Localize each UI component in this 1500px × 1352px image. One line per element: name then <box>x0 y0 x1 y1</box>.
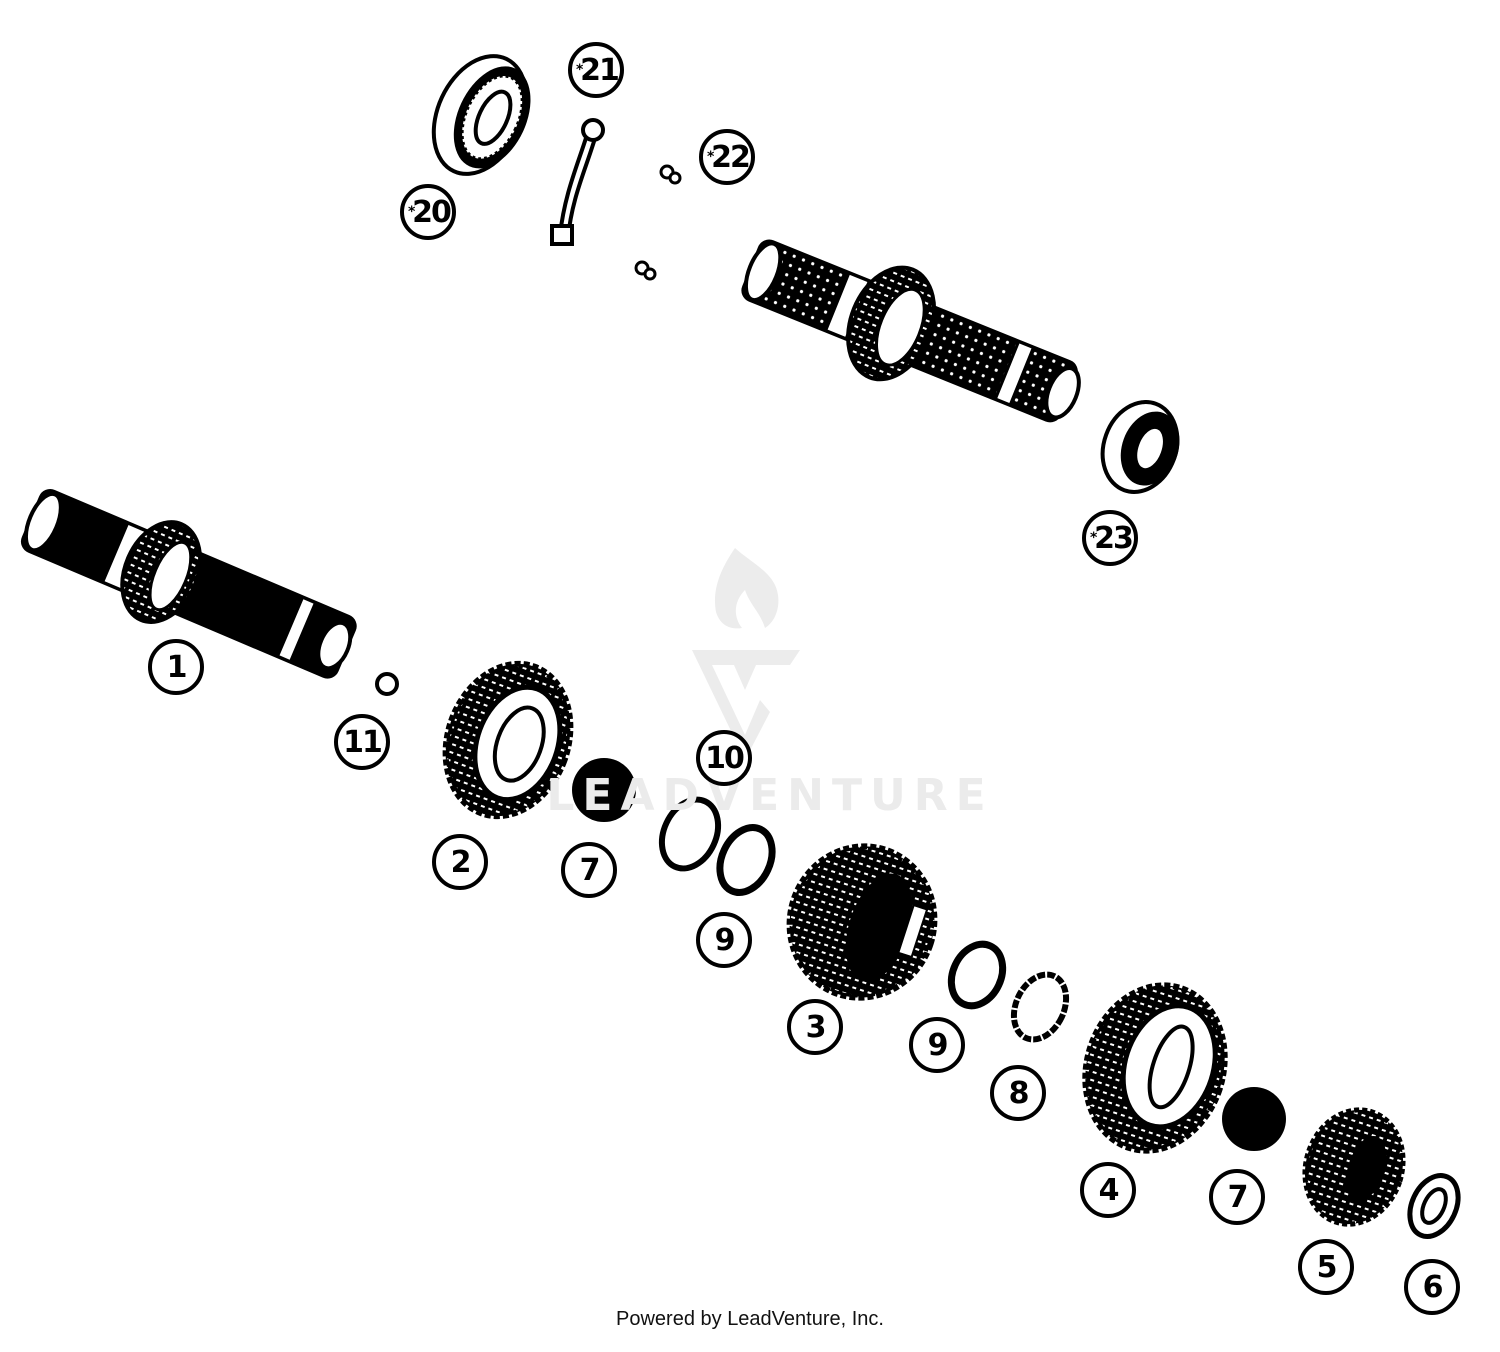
bearing-20-part <box>431 54 531 176</box>
callout-9a[interactable]: 9 <box>696 912 752 968</box>
callout-label: 4 <box>1098 1172 1120 1208</box>
callout-label: 8 <box>1008 1075 1030 1111</box>
main-shaft-1-part <box>20 489 357 679</box>
screw-22-part <box>634 164 682 281</box>
asterisk-icon: * <box>408 204 416 220</box>
callout-label: 5 <box>1316 1249 1338 1285</box>
callout-8[interactable]: 8 <box>990 1065 1046 1121</box>
callout-label: 2 <box>450 844 472 880</box>
asterisk-icon: * <box>707 149 715 165</box>
countershaft-part <box>741 239 1081 423</box>
callout-3[interactable]: 3 <box>787 999 843 1055</box>
needle-bearing-7a-part <box>572 758 636 822</box>
callout-label: 7 <box>1227 1179 1249 1215</box>
callout-6[interactable]: 6 <box>1404 1259 1460 1315</box>
callout-22[interactable]: * 22 <box>699 129 755 185</box>
gear-3-part <box>786 843 938 1001</box>
ball-11-part <box>375 672 399 696</box>
callout-label: 3 <box>805 1009 827 1045</box>
washer-6-part <box>1407 1173 1461 1239</box>
callout-label: 23 <box>1094 520 1134 556</box>
callout-1[interactable]: 1 <box>148 639 204 695</box>
callout-11[interactable]: 11 <box>334 714 390 770</box>
callout-9b[interactable]: 9 <box>909 1017 965 1073</box>
callout-2[interactable]: 2 <box>432 834 488 890</box>
watermark-logo-icon <box>692 548 800 760</box>
circlip-10-part <box>658 796 722 872</box>
shift-bracket-21-part <box>550 118 605 246</box>
callout-label: 7 <box>579 852 601 888</box>
callout-label: 10 <box>705 740 745 776</box>
callout-5[interactable]: 5 <box>1298 1239 1354 1295</box>
callout-label: 6 <box>1422 1269 1444 1305</box>
gear-5-part <box>1302 1107 1406 1227</box>
callout-10[interactable]: 10 <box>696 730 752 786</box>
callout-label: 1 <box>166 649 188 685</box>
asterisk-icon: * <box>576 62 584 78</box>
callout-label: 9 <box>714 922 736 958</box>
powered-by-footer: Powered by LeadVenture, Inc. <box>616 1308 884 1330</box>
callout-23[interactable]: * 23 <box>1082 510 1138 566</box>
gear-4-part <box>1082 982 1228 1154</box>
needle-bearing-7b-part <box>1222 1087 1286 1151</box>
washer-9a-part <box>716 824 776 896</box>
bearing-23-part <box>1100 400 1180 494</box>
gear-2-part <box>442 660 574 820</box>
asterisk-icon: * <box>1090 530 1098 546</box>
callout-label: 11 <box>343 724 383 760</box>
callout-4[interactable]: 4 <box>1080 1162 1136 1218</box>
callout-7b[interactable]: 7 <box>1209 1169 1265 1225</box>
callout-label: 21 <box>580 52 620 88</box>
circlip-8-part <box>1010 971 1070 1043</box>
callout-label: 9 <box>927 1027 949 1063</box>
callout-label: 22 <box>711 139 751 175</box>
callout-20[interactable]: * 20 <box>400 184 456 240</box>
callout-label: 20 <box>412 194 452 230</box>
callout-21[interactable]: * 21 <box>568 42 624 98</box>
washer-9b-part <box>947 940 1007 1010</box>
callout-7a[interactable]: 7 <box>561 842 617 898</box>
